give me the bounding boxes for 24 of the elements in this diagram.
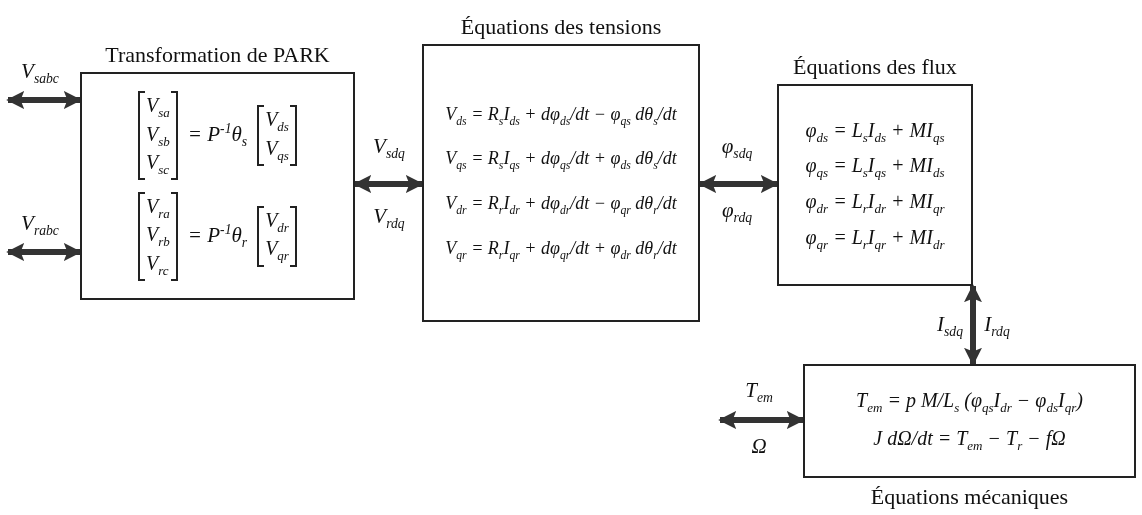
- block-title: Équations mécaniques: [870, 484, 1069, 510]
- matrix-expression: V$_{sa}$ V$_{sb}$ V$_{sc}$: [138, 91, 178, 180]
- equation-text: φ$_{ds}$ = L$_{s}$I$_{ds}$ + MI$_{qs}$: [805, 117, 945, 146]
- equation-text: V$_{qr}$ = R$_{r}$I$_{qr}$ + dφ$_{qr}$/dt + φ$_{dr}$ dθ$_{r}$/dt: [445, 237, 677, 263]
- block-title: Équations des tensions: [460, 14, 662, 40]
- equation-text: V$_{ds}$ = R$_{s}$I$_{ds}$ + dφ$_{ds}$/dt − φ$_{qs}$ dθ$_{s}$/dt: [445, 103, 677, 129]
- equation-text: φ$_{qr}$ = L$_{r}$I$_{qr}$ + MI$_{dr}$: [805, 224, 945, 253]
- equation-text: φ$_{dr}$ = L$_{r}$I$_{dr}$ + MI$_{qr}$: [805, 189, 945, 217]
- double-arrow: [6, 91, 82, 109]
- double-arrow: [964, 284, 982, 366]
- equation-text: φ$_{qs}$ = L$_{s}$I$_{qs}$ + MI$_{ds}$: [805, 153, 945, 181]
- equation-text: = P$^{-1}$θ$_{r}$: [187, 221, 248, 252]
- double-arrow: [6, 243, 82, 261]
- block-title: Équations des flux: [793, 54, 957, 80]
- matrix-expression: V$_{ra}$ V$_{rb}$ V$_{rc}$: [138, 192, 178, 281]
- equation-text: V$_{qs}$ = R$_{s}$I$_{qs}$ + dφ$_{qs}$/dt + φ$_{ds}$ dθ$_{s}$/dt: [445, 148, 677, 173]
- equation-text: = P$^{-1}$θ$_{s}$: [187, 120, 248, 151]
- equation-text: J dΩ/dt = T$_{em}$ − T$_{r}$ − fΩ: [873, 426, 1066, 454]
- double-arrow: [718, 411, 805, 429]
- block-title: Transformation de PARK: [105, 42, 330, 68]
- equation-text: V$_{dr}$ = R$_{r}$I$_{dr}$ + dφ$_{dr}$/dt − φ$_{qr}$ dθ$_{r}$/dt: [445, 193, 677, 218]
- equation-text: T$_{em}$ = p M/L$_{s}$ (φ$_{qs}$I$_{dr}$ − φ$_{ds}$I$_{qr}$): [856, 388, 1083, 416]
- matrix-expression: V$_{dr}$ V$_{qr}$: [257, 206, 297, 267]
- matrix-expression: V$_{ds}$ V$_{qs}$: [257, 105, 297, 166]
